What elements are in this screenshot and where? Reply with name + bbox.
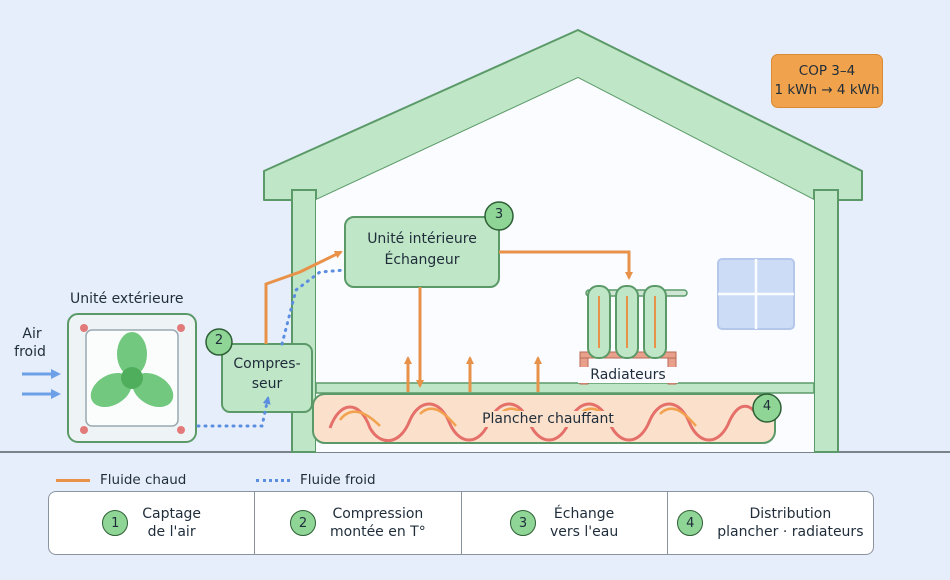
cop-ratio: 1 kWh → 4 kWh bbox=[774, 82, 880, 98]
corner-bolt bbox=[177, 324, 185, 332]
step-1: 1 Captage de l'air bbox=[49, 492, 256, 554]
indoor-unit-label-line2: Échangeur bbox=[384, 252, 460, 268]
step-number: 3 bbox=[510, 510, 537, 536]
compressor-badge bbox=[205, 328, 233, 356]
compressor-number: 2 bbox=[214, 333, 224, 348]
floor-number: 4 bbox=[762, 399, 772, 414]
hot-fluid-flow bbox=[264, 250, 633, 392]
step-line2: plancher · radiateurs bbox=[717, 524, 864, 540]
cop-title: COP 3–4 bbox=[798, 63, 856, 79]
step-text: Captage de l'air bbox=[142, 505, 201, 541]
cold-line-return bbox=[280, 268, 347, 346]
compressor-label-line1: Compres- bbox=[233, 356, 301, 372]
hot-line-compressor-to-indoor bbox=[264, 250, 343, 344]
hot-line-indoor-to-radiator bbox=[499, 250, 633, 280]
indoor-unit-number: 3 bbox=[494, 207, 504, 222]
hot-swatch bbox=[56, 478, 90, 482]
step-number: 1 bbox=[102, 510, 129, 536]
step-number: 4 bbox=[677, 510, 704, 536]
corner-bolt bbox=[80, 324, 88, 332]
heating-coil bbox=[328, 402, 760, 443]
corner-bolt bbox=[177, 426, 185, 434]
step-2: 2 Compression montée en T° bbox=[255, 492, 462, 554]
step-line2: montée en T° bbox=[330, 524, 426, 540]
step-line1: Échange bbox=[553, 506, 615, 522]
air-inlet-arrows bbox=[22, 369, 61, 399]
step-text: Compression montée en T° bbox=[330, 505, 426, 541]
compressor-label-line2: seur bbox=[251, 376, 283, 392]
house-interior-gable bbox=[316, 78, 814, 200]
floor-slab bbox=[315, 382, 815, 394]
air-label-line2: froid bbox=[14, 344, 46, 360]
outdoor-unit-label: Unité extérieure bbox=[70, 291, 184, 307]
legend-cold: Fluide froid bbox=[256, 472, 376, 488]
fan-icon bbox=[90, 332, 174, 408]
indoor-unit-badge bbox=[484, 201, 514, 231]
air-label-line1: Air bbox=[22, 326, 42, 342]
cold-swatch bbox=[256, 478, 290, 482]
cop-badge: COP 3–4 1 kWh → 4 kWh bbox=[771, 54, 883, 108]
heating-coil-return bbox=[339, 407, 697, 427]
legend-hot-label: Fluide chaud bbox=[100, 472, 187, 488]
step-line1: Captage bbox=[142, 506, 202, 522]
corner-bolt bbox=[80, 426, 88, 434]
indoor-unit-label-line1: Unité intérieure bbox=[367, 231, 477, 247]
step-line2: vers l'eau bbox=[550, 524, 619, 540]
step-4: 4 Distribution plancher · radiateurs bbox=[668, 492, 873, 554]
outdoor-unit bbox=[67, 313, 197, 443]
legend-cold-label: Fluide froid bbox=[300, 472, 376, 488]
floor-label: Plancher chauffant bbox=[463, 411, 633, 427]
radiators-label: Radiateurs bbox=[578, 367, 678, 383]
house-wall-right bbox=[813, 189, 839, 453]
cold-fluid-flow bbox=[196, 268, 347, 428]
step-line2: de l'air bbox=[147, 524, 196, 540]
legend-hot: Fluide chaud bbox=[56, 472, 186, 488]
steps-table: 1 Captage de l'air 2 Compression montée … bbox=[48, 491, 874, 555]
step-line1: Compression bbox=[332, 506, 424, 522]
step-text: Échange vers l'eau bbox=[550, 505, 618, 541]
step-line1: Distribution bbox=[749, 506, 832, 522]
step-text: Distribution plancher · radiateurs bbox=[717, 505, 863, 541]
step-3: 3 Échange vers l'eau bbox=[462, 492, 668, 554]
floor-badge bbox=[752, 393, 782, 423]
cold-line-to-compressor bbox=[196, 396, 271, 428]
step-number: 2 bbox=[290, 510, 316, 536]
